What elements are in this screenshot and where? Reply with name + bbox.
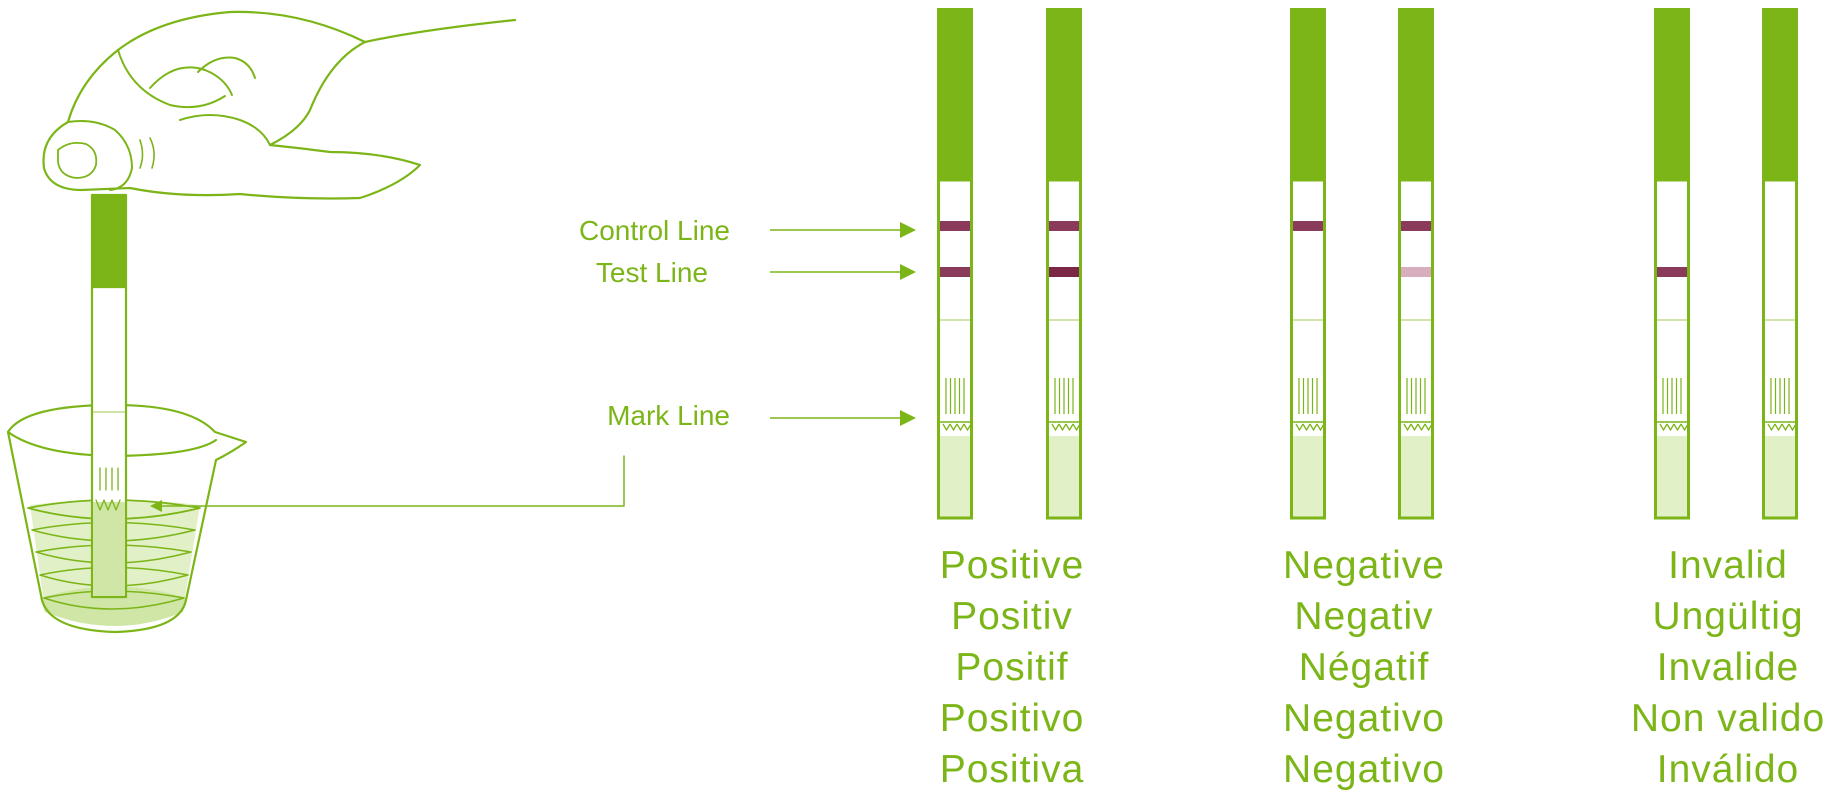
hand-thumb: [67, 120, 133, 191]
test-strip: [1290, 8, 1326, 520]
control-line-label: Control Line: [579, 215, 730, 246]
strip-sample-pad: [1401, 436, 1431, 517]
result-label-invalid: Invalid: [1668, 544, 1788, 587]
strip-labels: Control Line Test Line Mark Line: [579, 215, 916, 431]
result-label-negative: Negativo: [1283, 748, 1445, 791]
test-strip: [1046, 8, 1082, 520]
strip-mark-chevrons: [1767, 423, 1797, 432]
strip-flow-ticks: [1662, 378, 1682, 414]
strip-mark-chevrons: [1403, 423, 1433, 432]
result-label-negative: Négatif: [1299, 646, 1430, 689]
result-label-negative: Negativ: [1294, 595, 1433, 638]
result-label-positive: Positivo: [940, 697, 1085, 740]
result-label-positive: Positif: [955, 646, 1068, 689]
strip-control-line: [1401, 221, 1431, 231]
strip-flow-ticks: [1406, 378, 1426, 414]
strip-flow-ticks: [1054, 378, 1074, 414]
hand-thumbnail: [57, 141, 98, 179]
result-strips: [937, 8, 1798, 520]
strip-mark-chevrons: [942, 423, 972, 432]
mark-line-arrowhead: [900, 410, 916, 426]
result-label-invalid: Inválido: [1657, 748, 1799, 791]
dipped-strip-wet: [93, 502, 125, 596]
result-label-invalid: Ungültig: [1652, 595, 1803, 638]
hand-crease-1: [139, 139, 144, 169]
strip-handle: [1654, 8, 1690, 180]
liquid-ring-2: [35, 544, 192, 564]
mark-line-leader-arrowhead: [150, 500, 162, 512]
dipped-strip-arrows: [95, 467, 121, 511]
strip-sample-pad: [1657, 436, 1687, 517]
strip-handle: [1762, 8, 1798, 180]
strip-control-line: [1049, 221, 1079, 231]
strip-mark-chevrons: [1659, 423, 1689, 432]
mark-line-leader: [157, 455, 625, 507]
strip-handle: [937, 8, 973, 180]
hand-finger-3: [179, 114, 271, 146]
strip-sample-pad: [940, 436, 970, 517]
cup-bottom-fill: [40, 586, 186, 626]
strip-test-line: [1049, 267, 1079, 277]
result-label-positive: Positiva: [940, 748, 1085, 791]
strip-control-line: [1293, 221, 1323, 231]
hand-knuckle: [197, 56, 256, 79]
test-strip: [1398, 8, 1434, 520]
hand-crease-2: [149, 137, 155, 169]
liquid-ring-3: [39, 566, 189, 587]
hand: [42, 10, 517, 200]
liquid-surface: [27, 499, 201, 520]
liquid-ring-1: [31, 521, 196, 542]
liquid-ring-4: [43, 590, 185, 610]
strip-test-line: [1657, 267, 1687, 277]
strip-sample-pad: [1049, 436, 1079, 517]
strip-handle: [1290, 8, 1326, 180]
control-line-arrowhead: [900, 222, 916, 238]
result-label-positive: Positive: [940, 544, 1085, 587]
strip-control-line: [940, 221, 970, 231]
result-label-positive: Positiv: [951, 595, 1073, 638]
result-label-invalid: Invalide: [1657, 646, 1799, 689]
test-strip: [1654, 8, 1690, 520]
dipped-strip-handle: [90, 193, 128, 289]
result-label-negative: Negative: [1283, 544, 1445, 587]
result-label-invalid: Non valido: [1631, 697, 1825, 740]
test-line-arrowhead: [900, 264, 916, 280]
hand-finger-2: [149, 66, 233, 96]
strip-flow-ticks: [1298, 378, 1318, 414]
test-strip: [1762, 8, 1798, 520]
strip-flow-ticks: [1770, 378, 1790, 414]
strip-mark-chevrons: [1295, 423, 1325, 432]
test-strip: [937, 8, 973, 520]
dipping-illustration: [6, 10, 625, 634]
strip-test-line: [940, 267, 970, 277]
strip-sample-pad: [1293, 436, 1323, 517]
strip-handle: [1046, 8, 1082, 180]
test-line-label: Test Line: [596, 257, 708, 288]
strip-test-line: [1401, 267, 1431, 277]
mark-line-label: Mark Line: [607, 400, 730, 431]
strip-handle: [1398, 8, 1434, 180]
strip-flow-ticks: [945, 378, 965, 414]
hand-finger-1: [117, 49, 226, 109]
strip-mark-chevrons: [1051, 423, 1081, 432]
strip-sample-pad: [1765, 436, 1795, 517]
result-label-negative: Negativo: [1283, 697, 1445, 740]
